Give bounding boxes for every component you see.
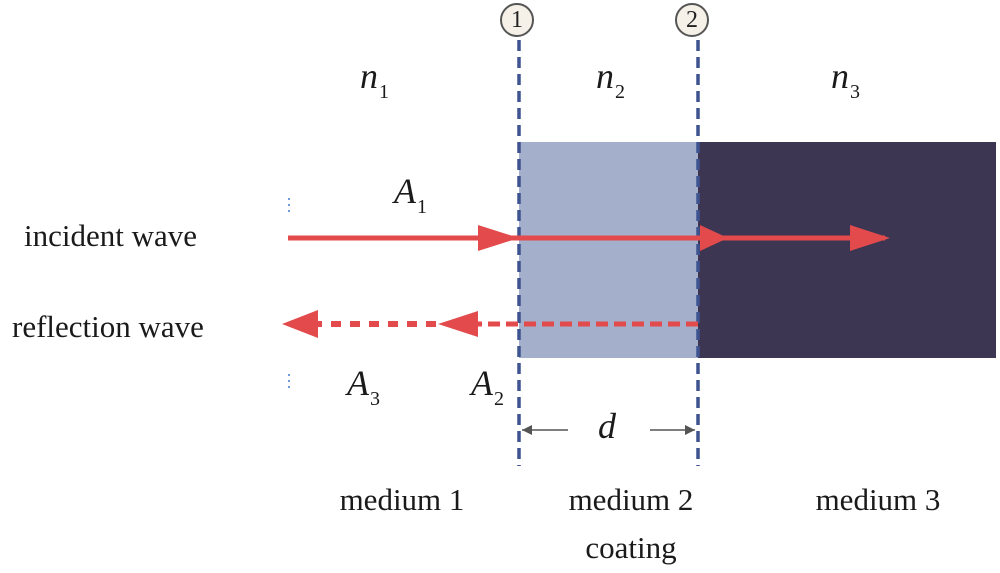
reflection-wave-arrow <box>282 310 698 338</box>
index-n3: n3 <box>831 56 860 103</box>
index-n2: n2 <box>596 56 625 103</box>
thickness-dimension <box>522 425 695 435</box>
medium-1-label: medium 1 <box>339 482 465 517</box>
amplitude-a2: A2 <box>471 363 504 410</box>
amplitude-a1: A1 <box>394 171 427 218</box>
interface-marker-1: 1 <box>500 3 534 37</box>
reflection-wave-label: reflection wave <box>12 309 204 344</box>
amplitude-a3: A3 <box>347 363 380 410</box>
substrate-block <box>698 142 996 358</box>
thickness-label: d <box>598 406 616 446</box>
incident-wave-label: incident wave <box>24 218 198 253</box>
medium-2-sublabel: coating <box>585 530 677 565</box>
medium-2-label: medium 2 <box>568 482 694 517</box>
index-n1: n1 <box>360 56 389 103</box>
medium-3-label: medium 3 <box>815 482 941 517</box>
incident-wave-arrow <box>288 225 890 251</box>
interface-marker-2: 2 <box>675 3 709 37</box>
